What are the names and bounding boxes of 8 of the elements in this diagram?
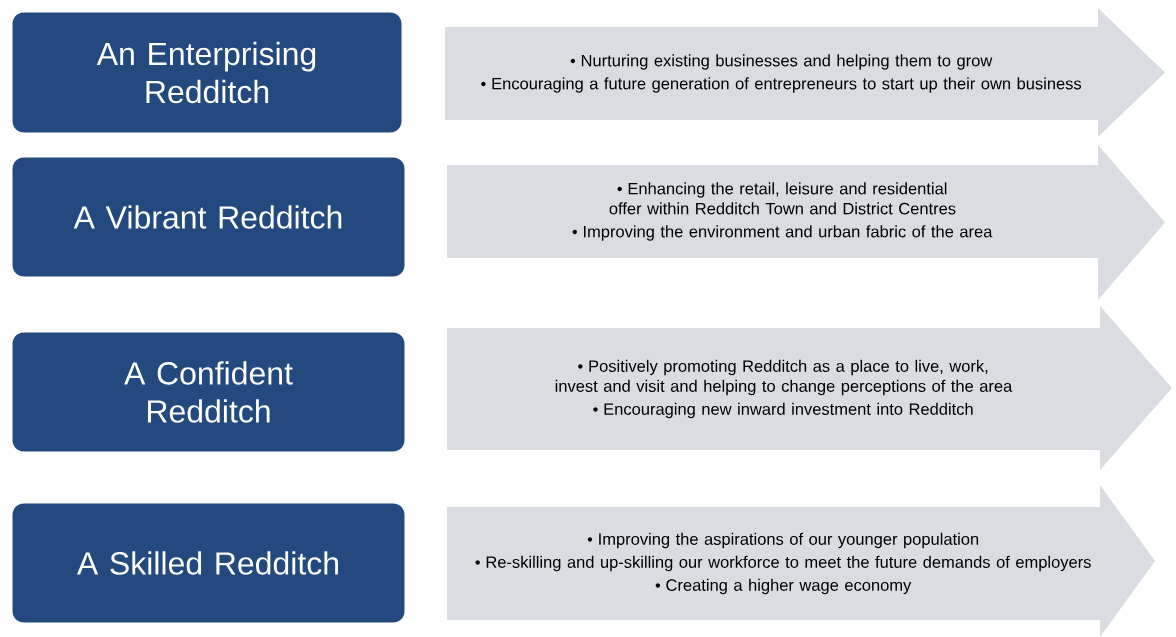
title-box: A Vibrant Redditch [11,156,406,278]
title-box: A Confident Redditch [11,331,406,453]
arrow-box: Positively promoting Redditch as a place to live, work, invest and visit and helping to change perceptions of the area Encouraging new inward investment into Redditch [447,306,1172,470]
arrow-box: Enhancing the retail, leisure and residential offer within Redditch Town and District Centres Improving the environment and urban fabric of the area [447,145,1165,300]
title-box: A Skilled Redditch [11,502,406,624]
arrow-box: Nurturing existing businesses and helping them to grow Encouraging a future generation of entrepreneurs to start up their own business [445,8,1165,137]
arrow-box: Improving the aspirations of our younger population Re-skilling and up-skilling our workforce to meet the future demands of employers Creating a higher wage economy [447,485,1155,637]
title-box: An Enterprising Redditch [11,11,403,134]
